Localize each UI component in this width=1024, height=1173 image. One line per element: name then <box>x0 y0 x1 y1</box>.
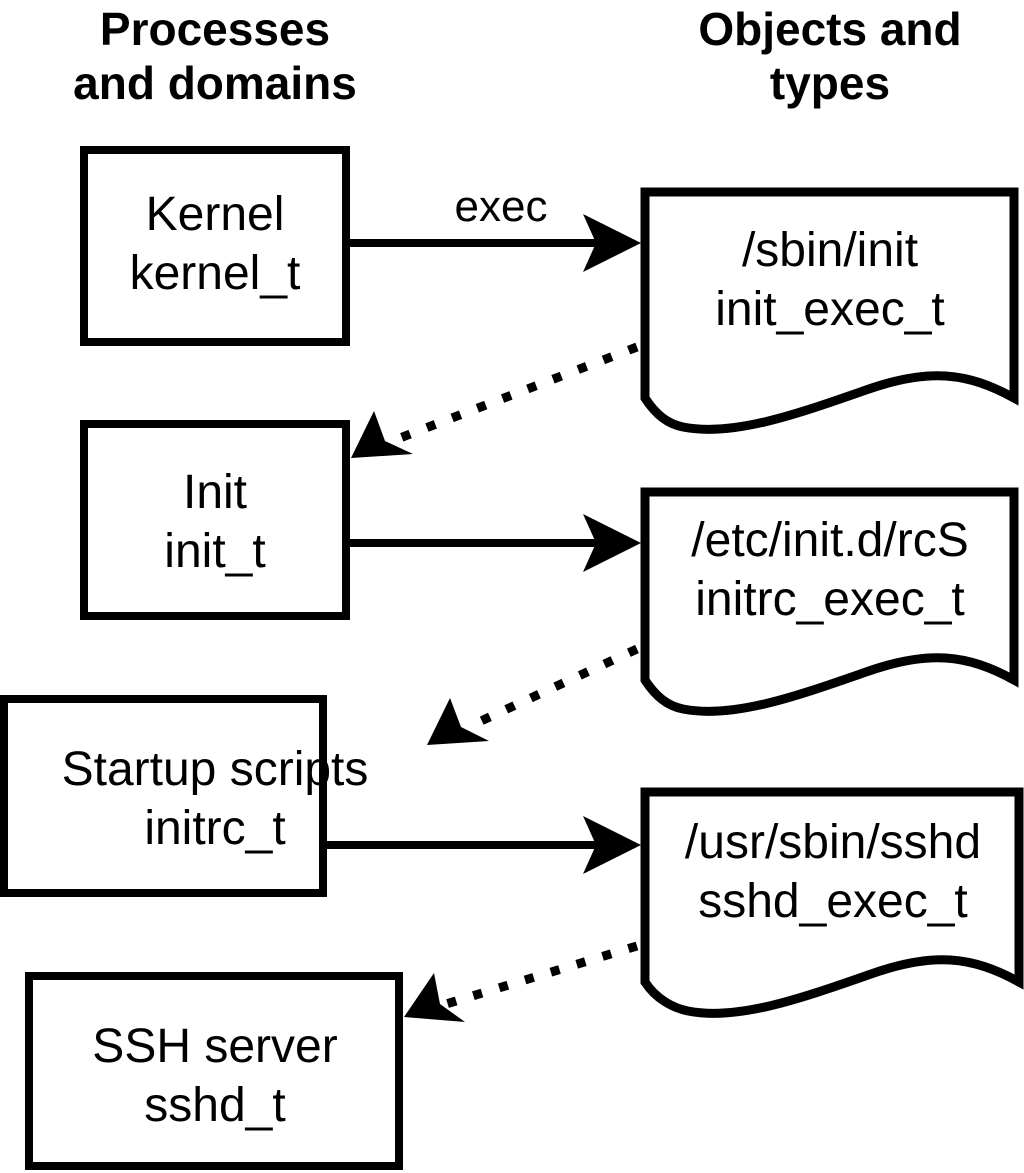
edge-line-init-exec-transition-init <box>390 342 639 446</box>
object-node-sshd-exec-path: /usr/sbin/sshd <box>685 816 981 869</box>
object-node-sshd-exec-type: sshd_exec_t <box>698 875 968 928</box>
process-node-sshd-type: sshd_t <box>144 1079 285 1132</box>
process-node-sshd[interactable]: SSH server sshd_t <box>25 972 403 1170</box>
edge-init-exec-transition-init <box>351 342 639 458</box>
column-header-objects: Objects and types <box>698 3 961 109</box>
process-node-init-name: Init <box>183 466 247 519</box>
process-node-kernel-name: Kernel <box>146 188 285 241</box>
arrow-head-kernel-exec-init <box>583 214 641 272</box>
process-node-initrc-type: initrc_t <box>144 802 285 855</box>
object-node-init-exec-type: init_exec_t <box>715 283 944 336</box>
process-node-init-box[interactable] <box>80 420 350 620</box>
object-node-sshd-exec[interactable]: /usr/sbin/sshd sshd_exec_t <box>640 787 1024 1018</box>
arrow-head-sshd-exec-transition-sshd <box>404 973 465 1022</box>
arrow-head-initrc-exec-transition-initrc <box>427 698 489 745</box>
process-node-init-type: init_t <box>164 525 265 578</box>
arrow-head-init-exec-transition-init <box>351 411 413 458</box>
object-node-initrc-exec-type: initrc_exec_t <box>695 573 964 626</box>
object-node-initrc-exec-path: /etc/init.d/rcS <box>691 514 968 567</box>
object-node-sshd-exec-shape[interactable] <box>640 787 1024 1018</box>
edge-label-exec: exec <box>455 182 548 231</box>
object-node-initrc-exec[interactable]: /etc/init.d/rcS initrc_exec_t <box>640 487 1019 716</box>
column-header-processes-line2: and domains <box>73 57 357 109</box>
edge-initrc-exec-transition-initrc <box>427 644 639 745</box>
column-header-objects-line2: types <box>770 57 890 109</box>
edge-line-initrc-exec-transition-initrc <box>466 644 639 732</box>
object-node-init-exec-path: /sbin/init <box>742 224 918 277</box>
column-header-processes-line1: Processes <box>100 3 330 55</box>
object-node-init-exec-shape[interactable] <box>640 187 1019 434</box>
edge-sshd-exec-transition-sshd <box>404 941 639 1022</box>
process-node-sshd-box[interactable] <box>25 972 403 1170</box>
object-node-initrc-exec-shape[interactable] <box>640 487 1019 716</box>
process-node-initrc-box[interactable] <box>0 695 327 897</box>
process-node-kernel-box[interactable] <box>80 146 350 346</box>
object-node-init-exec[interactable]: /sbin/init init_exec_t <box>640 187 1019 434</box>
arrow-head-initrc-exec-sshd <box>583 816 641 874</box>
edge-initrc-exec-sshd <box>327 816 641 874</box>
column-header-processes: Processes and domains <box>73 3 357 109</box>
edge-line-sshd-exec-transition-sshd <box>444 941 639 1009</box>
process-node-kernel[interactable]: Kernel kernel_t <box>80 146 350 346</box>
process-node-sshd-name: SSH server <box>92 1020 337 1073</box>
edge-init-exec-initrc <box>350 514 641 572</box>
arrow-head-init-exec-initrc <box>583 514 641 572</box>
process-node-initrc-name: Startup scripts <box>62 743 369 796</box>
process-node-kernel-type: kernel_t <box>130 247 301 300</box>
process-node-init[interactable]: Init init_t <box>80 420 350 620</box>
process-node-initrc[interactable]: Startup scripts initrc_t <box>0 695 369 897</box>
edge-kernel-exec-init: exec <box>350 182 641 272</box>
column-header-objects-line1: Objects and <box>698 3 961 55</box>
